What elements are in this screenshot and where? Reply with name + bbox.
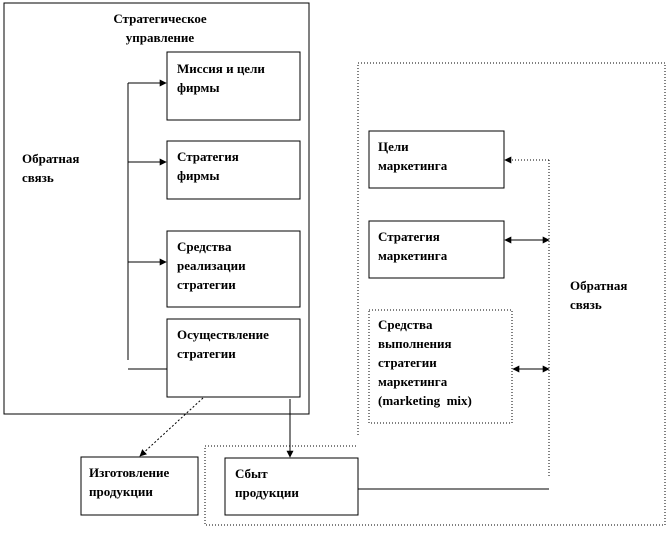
- strategy-means-label: Средства реализации стратегии: [177, 239, 246, 292]
- marketing-goals-box: [368, 130, 505, 189]
- marketing-means-label: Средства выполнения стратегии маркетинга…: [378, 317, 472, 408]
- sales-label: Сбыт продукции: [235, 466, 299, 500]
- strategic-feedback-label: Обратная связь: [22, 151, 80, 185]
- strategic-management-title: Стратегическое управление: [113, 11, 207, 45]
- marketing-strategy-box: [368, 220, 505, 279]
- production-label: Изготовление продукции: [89, 465, 170, 499]
- strategy-means-box: [166, 230, 301, 308]
- marketing-means-box: [368, 309, 513, 424]
- strategy-execution-box: [166, 318, 301, 398]
- marketing-strategy-label: Стратегия маркетинга: [378, 229, 448, 263]
- strategic-management-frame: [3, 2, 310, 415]
- production-box: [80, 456, 199, 516]
- sales-box: [224, 457, 359, 516]
- mission-label: Миссия и цели фирмы: [177, 61, 265, 95]
- arrow-to-production: [139, 397, 204, 457]
- marketing-frame: [204, 62, 666, 526]
- marketing-feedback-label: Обратная связь: [570, 278, 628, 312]
- firm-strategy-label: Стратегия фирмы: [177, 149, 239, 183]
- firm-strategy-box: [166, 140, 301, 200]
- mission-box: [166, 51, 301, 121]
- strategy-execution-label: Осуществление стратегии: [177, 327, 269, 361]
- marketing-goals-label: Цели маркетинга: [378, 139, 448, 173]
